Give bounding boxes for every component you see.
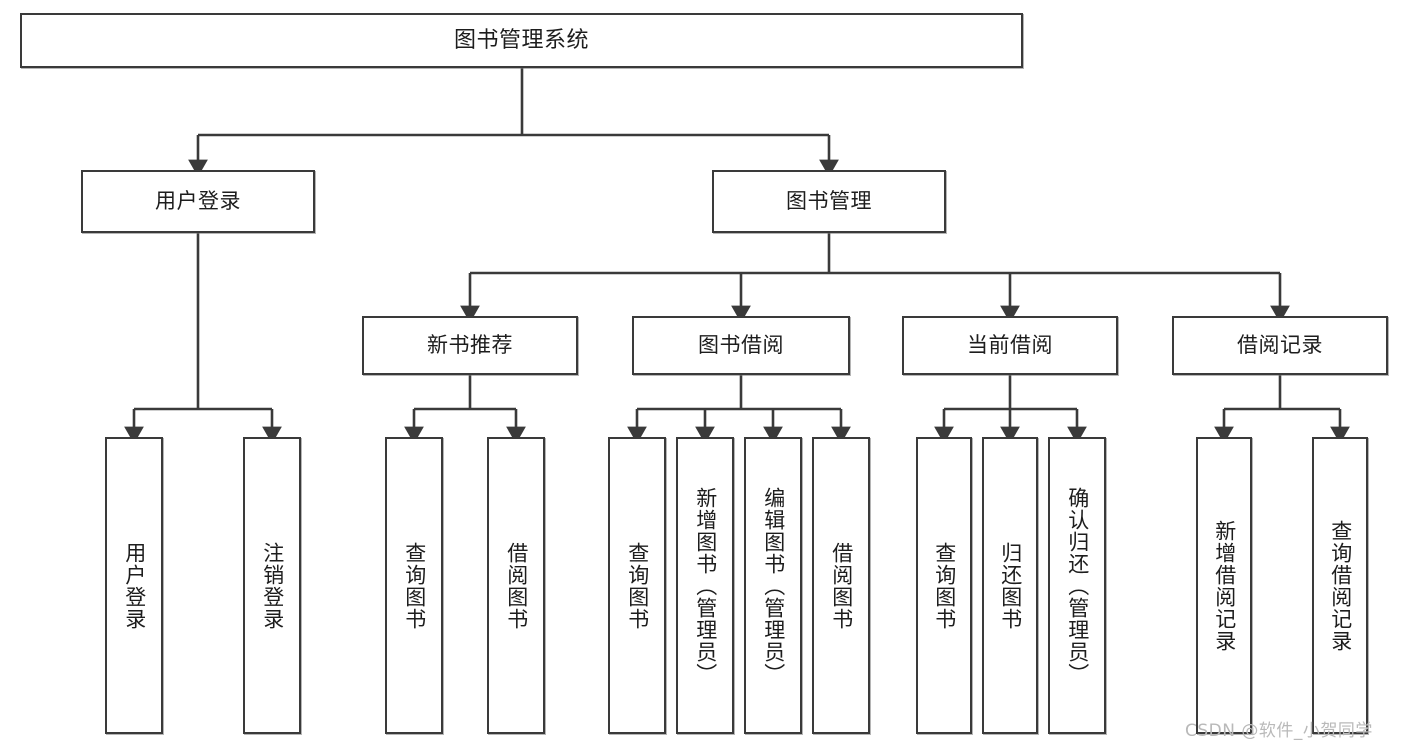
node-label-leaf-bb-borrow: 借阅图书 (829, 541, 854, 630)
node-label-current-borrow: 当前借阅 (967, 333, 1053, 358)
node-label-leaf-br-add: 新增借阅记录 (1212, 519, 1237, 652)
node-label-book-manage: 图书管理 (786, 189, 872, 214)
node-label-book-borrow: 图书借阅 (698, 333, 784, 358)
node-new-book-rec[interactable]: 新书推荐 (362, 316, 578, 375)
node-label-leaf-cb-confirm: 确认归还（管理员） (1065, 486, 1090, 685)
node-borrow-record[interactable]: 借阅记录 (1172, 316, 1388, 375)
node-label-leaf-user-login: 用户登录 (122, 541, 147, 630)
node-label-borrow-record: 借阅记录 (1237, 333, 1323, 358)
node-label-leaf-bb-edit: 编辑图书（管理员） (761, 486, 786, 685)
node-label-leaf-br-query: 查询借阅记录 (1328, 519, 1353, 652)
node-label-leaf-logout: 注销登录 (260, 541, 285, 630)
node-book-manage[interactable]: 图书管理 (712, 170, 946, 233)
node-label-user-login: 用户登录 (155, 189, 241, 214)
edges-group (124, 68, 1350, 444)
node-label-leaf-bb-add: 新增图书（管理员） (693, 486, 718, 685)
node-leaf-br-add[interactable]: 新增借阅记录 (1196, 437, 1252, 734)
node-leaf-user-login[interactable]: 用户登录 (105, 437, 163, 734)
node-label-leaf-bb-query: 查询图书 (625, 541, 650, 630)
node-root[interactable]: 图书管理系统 (20, 13, 1023, 68)
node-leaf-logout[interactable]: 注销登录 (243, 437, 301, 734)
node-leaf-bb-borrow[interactable]: 借阅图书 (812, 437, 870, 734)
node-label-leaf-rec-query: 查询图书 (402, 541, 427, 630)
watermark-label: CSDN @软件_小贺同学 (1185, 721, 1373, 741)
node-leaf-br-query[interactable]: 查询借阅记录 (1312, 437, 1368, 734)
node-leaf-bb-add[interactable]: 新增图书（管理员） (676, 437, 734, 734)
node-book-borrow[interactable]: 图书借阅 (632, 316, 850, 375)
node-leaf-cb-return[interactable]: 归还图书 (982, 437, 1038, 734)
node-leaf-bb-edit[interactable]: 编辑图书（管理员） (744, 437, 802, 734)
node-label-leaf-rec-borrow: 借阅图书 (504, 541, 529, 630)
node-label-leaf-cb-query: 查询图书 (932, 541, 957, 630)
node-current-borrow[interactable]: 当前借阅 (902, 316, 1118, 375)
node-label-new-book-rec: 新书推荐 (427, 333, 513, 358)
node-leaf-rec-query[interactable]: 查询图书 (385, 437, 443, 734)
node-leaf-bb-query[interactable]: 查询图书 (608, 437, 666, 734)
node-label-root: 图书管理系统 (453, 27, 589, 53)
node-leaf-cb-query[interactable]: 查询图书 (916, 437, 972, 734)
node-label-leaf-cb-return: 归还图书 (998, 541, 1023, 630)
node-leaf-cb-confirm[interactable]: 确认归还（管理员） (1048, 437, 1106, 734)
node-user-login[interactable]: 用户登录 (81, 170, 315, 233)
node-leaf-rec-borrow[interactable]: 借阅图书 (487, 437, 545, 734)
